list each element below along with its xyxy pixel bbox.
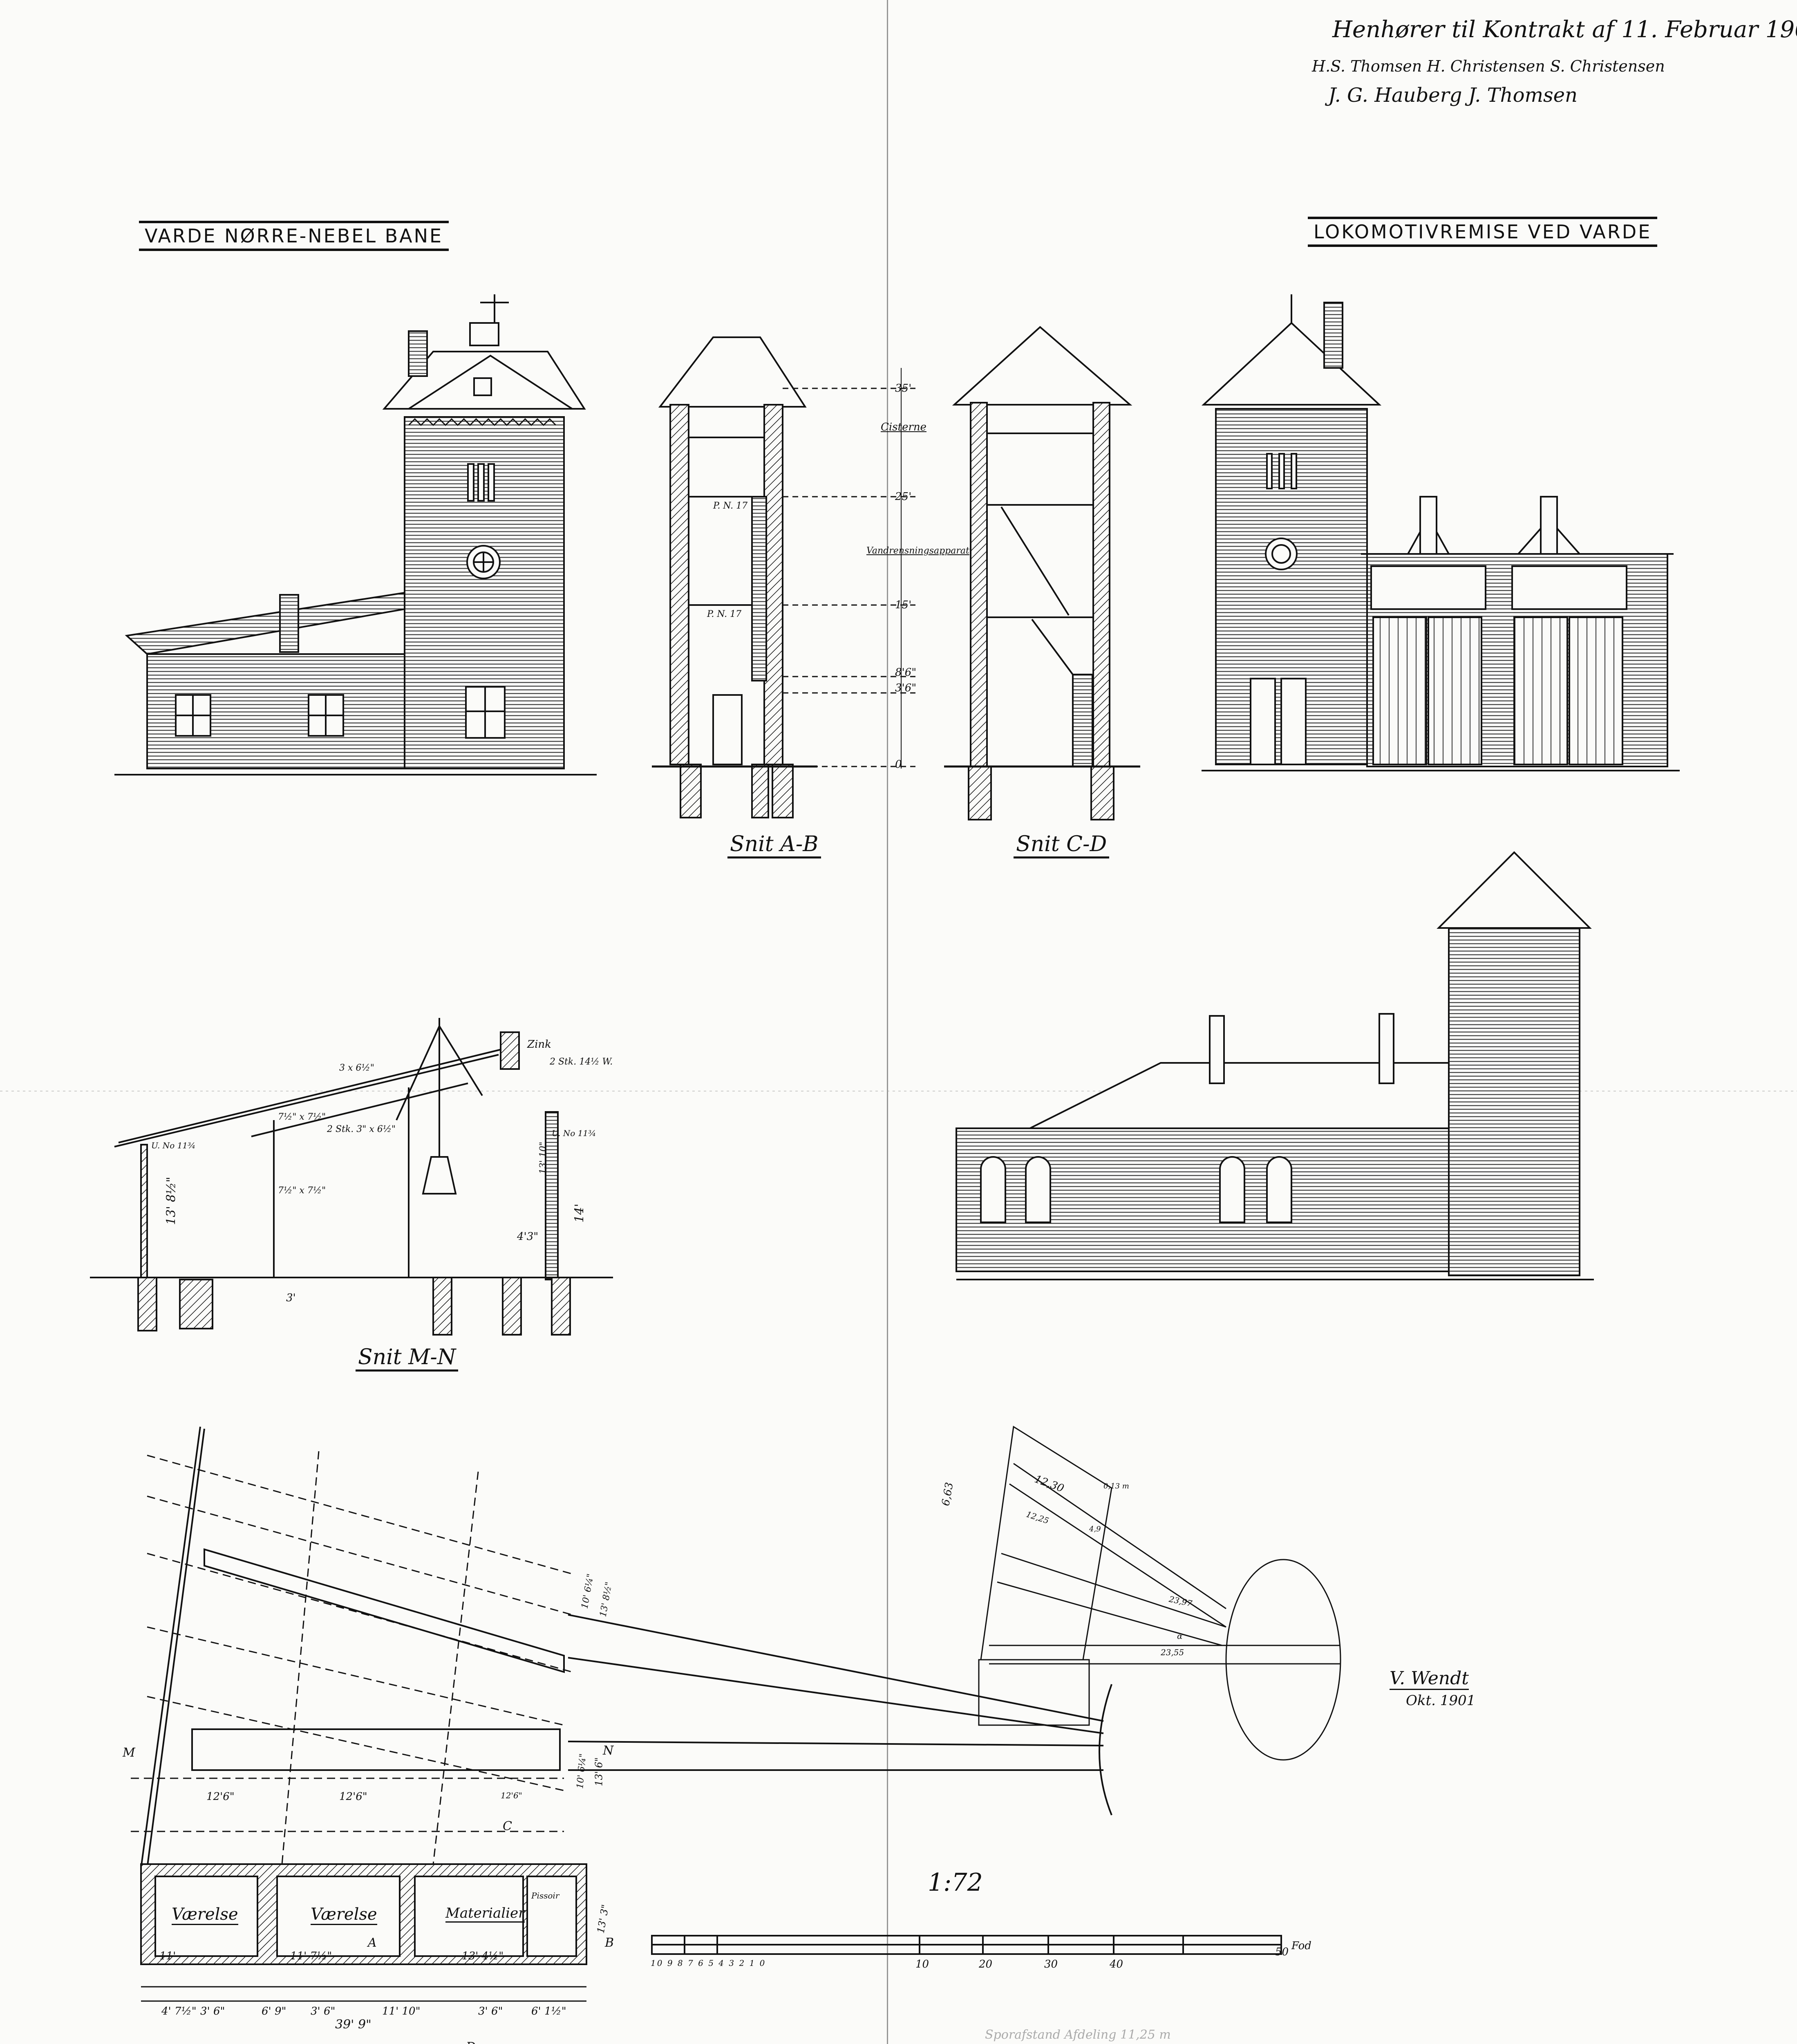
section-marker-m: M <box>123 1746 135 1760</box>
note-u-no-left: U. No 11¾ <box>151 1141 196 1150</box>
section-marker-a: A <box>368 1936 377 1950</box>
room-width-3: 13' 4½" <box>462 1950 504 1962</box>
note-cisterne: Cisterne <box>881 421 926 433</box>
floor-plan <box>131 1426 1112 2002</box>
room-width-2: 11' 7½" <box>290 1950 332 1962</box>
room-pissoir: Pissoir <box>531 1891 559 1901</box>
bottom-dim-5: 11' 10" <box>382 2005 421 2017</box>
note-post-top: 7½" x 7½" <box>278 1112 326 1122</box>
scale-tick-50: 50 <box>1275 1946 1289 1958</box>
pit-dim-2: 12'6" <box>339 1791 367 1803</box>
level-0: 0 <box>895 758 902 771</box>
scale-tick-40: 40 <box>1110 1958 1123 1970</box>
level-8-6: 8'6" <box>895 666 917 679</box>
scale-tick-20: 20 <box>979 1958 993 1970</box>
scale-tick-30: 30 <box>1044 1958 1058 1970</box>
note-beam-upper: P. N. 17 <box>713 501 748 511</box>
side-elevation-left <box>114 294 597 775</box>
bottom-dim-1: 4' 7½" <box>161 2005 197 2017</box>
level-35: 35' <box>895 382 912 394</box>
title-left: VARDE NØRRE-NEBEL BANE <box>139 221 449 251</box>
signatures-row-2: J. G. Hauberg J. Thomsen <box>1328 84 1578 107</box>
contract-note: Henhører til Kontrakt af 11. Februar 190… <box>1332 16 1797 43</box>
room-vaerelse-1: Værelse <box>172 1905 238 1925</box>
scale-tick-10: 10 <box>915 1958 929 1970</box>
site-angle-alpha: α <box>1177 1631 1183 1641</box>
note-2stk-14: 2 Stk. 14½ W. <box>550 1057 613 1067</box>
bottom-dim-7: 6' 1½" <box>531 2005 566 2017</box>
section-m-n <box>90 1018 613 1336</box>
site-dim-23-55: 23,55 <box>1161 1647 1184 1657</box>
sheet-fold-vertical <box>887 0 888 2044</box>
section-marker-c: C <box>503 1819 512 1833</box>
scale-unit: Fod <box>1291 1940 1311 1952</box>
front-elevation-right <box>1201 294 1680 771</box>
level-25: 25' <box>895 491 912 503</box>
section-marker-b: B <box>605 1936 614 1950</box>
section-c-d <box>944 326 1140 820</box>
scale-ratio: 1:72 <box>928 1868 983 1897</box>
note-u-no-right: U. No 11¾ <box>552 1128 596 1138</box>
pencil-note-line1: Sporafstand Afdeling 11,25 m <box>985 2028 1171 2042</box>
site-dim-4-9: 4,9 <box>1089 1525 1101 1533</box>
signatures-row-1: H.S. Thomsen H. Christensen S. Christens… <box>1312 57 1665 75</box>
bottom-dim-4: 3' 6" <box>311 2005 336 2017</box>
long-elevation <box>956 851 1594 1280</box>
dim-13-10: 13' 10" <box>538 1141 549 1174</box>
caption-section-a-b: Snit A-B <box>727 832 821 858</box>
designer-signature: V. Wendt <box>1390 1668 1469 1690</box>
dim-13-8: 13' 8½" <box>164 1177 179 1225</box>
room-materialier: Materialier <box>445 1905 525 1923</box>
section-marker-n: N <box>603 1744 614 1758</box>
note-zink: Zink <box>527 1038 551 1051</box>
site-sketch <box>978 1425 1341 1761</box>
note-2stk-3x6: 2 Stk. 3" x 6½" <box>327 1124 396 1134</box>
note-water-treatment: Vandrensningsapparat <box>866 546 969 556</box>
note-beam-lower: P. N. 17 <box>707 609 742 619</box>
total-width: 39' 9" <box>335 2017 371 2032</box>
pit-dim-3: 12'6" <box>501 1791 522 1800</box>
side-dim-4: 13' 6" <box>593 1757 605 1786</box>
title-right: LOKOMOTIVREMISE VED VARDE <box>1308 217 1658 247</box>
caption-section-m-n: Snit M-N <box>356 1345 459 1372</box>
room-width-1: 11' <box>159 1950 176 1962</box>
scale-small-ticks: 10 9 8 7 6 5 4 3 2 1 0 <box>651 1958 766 1968</box>
dim-4-3: 4'3" <box>517 1230 539 1243</box>
scale-bar <box>651 1935 1282 1955</box>
room-vaerelse-2: Værelse <box>311 1905 377 1925</box>
designer-date: Okt. 1901 <box>1406 1692 1476 1709</box>
dim-14: 14' <box>572 1204 587 1223</box>
bottom-dim-6: 3' 6" <box>478 2005 503 2017</box>
pit-dim-1: 12'6" <box>206 1791 235 1803</box>
bottom-dim-3: 6' 9" <box>262 2005 286 2017</box>
section-a-b <box>652 336 915 818</box>
note-rafter: 3 x 6½" <box>339 1063 374 1073</box>
level-15: 15' <box>895 599 912 611</box>
bottom-dim-2: 3' 6" <box>200 2005 225 2017</box>
note-post-mid: 7½" x 7½" <box>278 1186 326 1196</box>
site-dim-0-13: 0,13 m <box>1103 1482 1129 1490</box>
dim-3: 3' <box>286 1292 296 1304</box>
caption-section-c-d: Snit C-D <box>1014 832 1110 858</box>
section-marker-d: D <box>466 2040 476 2044</box>
level-3-6: 3'6" <box>895 682 917 694</box>
